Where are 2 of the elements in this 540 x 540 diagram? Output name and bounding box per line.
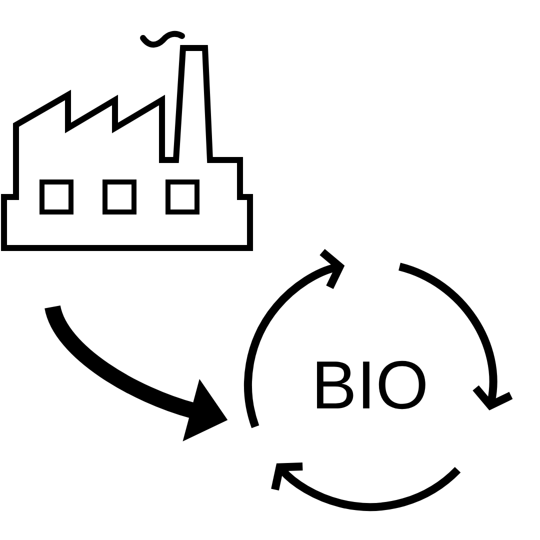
factory-drawing: [1, 30, 253, 251]
label-text: BIO: [317, 360, 426, 410]
